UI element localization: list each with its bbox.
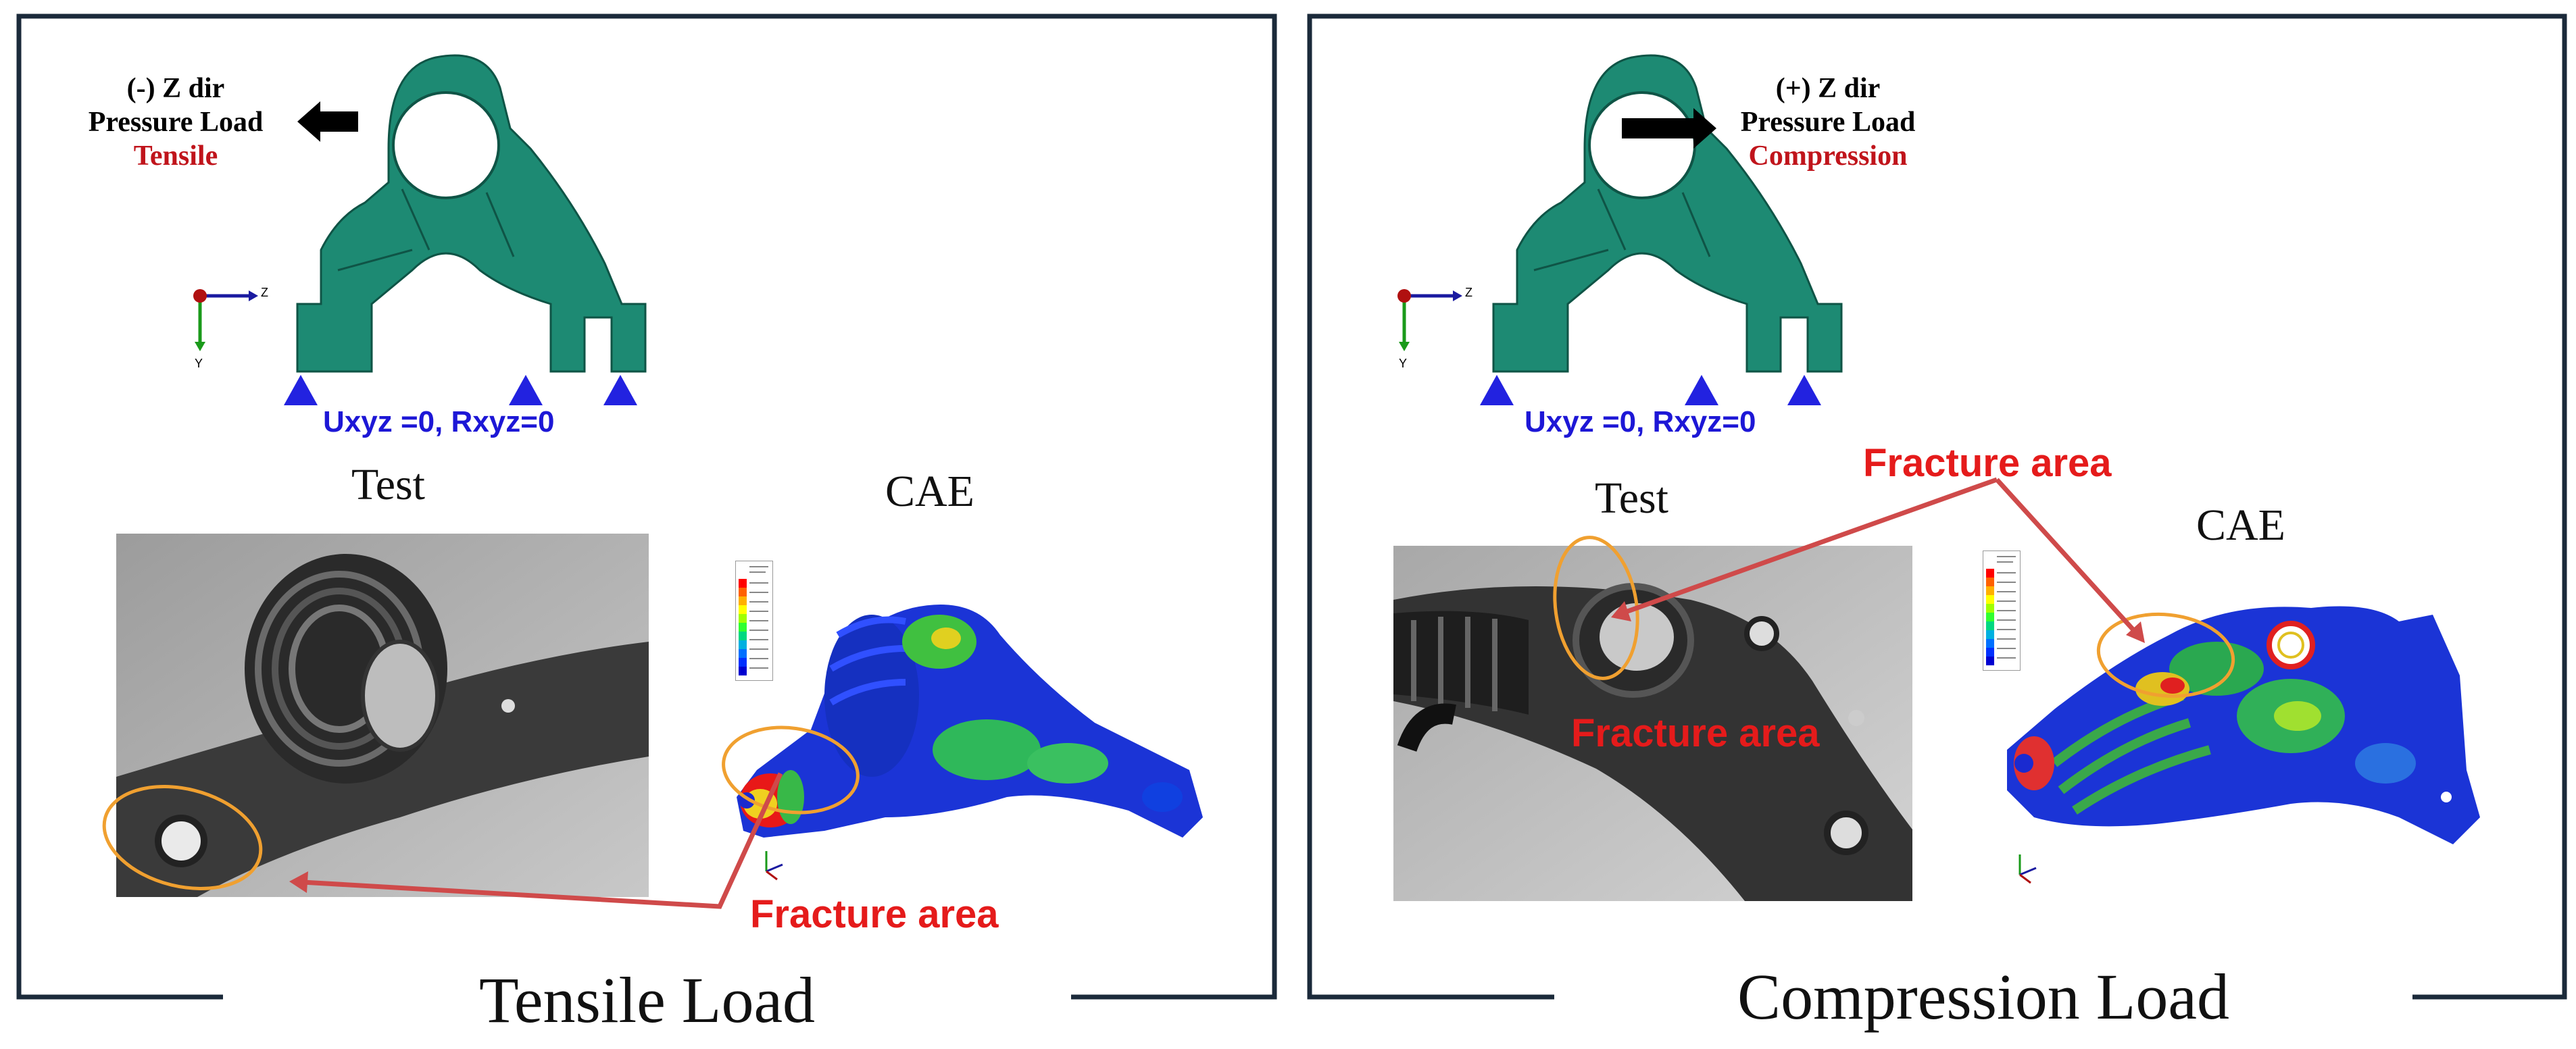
fracture-connector-arrow-tensile <box>289 772 783 909</box>
cae-legend-compression <box>1983 551 2021 671</box>
compression-panel-frame <box>1307 14 2567 1000</box>
cae-fracture-ellipse-tensile <box>722 725 860 815</box>
load-kind-label: Tensile <box>133 140 218 172</box>
fracture-callout-label: Fracture area <box>1863 441 2112 485</box>
test-label: Test <box>351 460 426 509</box>
panel-title: Compression Load <box>1737 961 2229 1033</box>
boundary-condition-label: Uxyz =0, Rxyz=0 <box>1525 405 1756 438</box>
axis-y-label: Y <box>195 357 203 370</box>
cae-model-compression <box>2007 606 2480 844</box>
cae-axis-triad-icon <box>2018 854 2037 884</box>
load-type-label: Pressure Load <box>1740 107 1916 138</box>
cae-fracture-label: Fracture area <box>750 892 999 936</box>
load-direction-label: (+) Z dir <box>1775 73 1881 104</box>
load-direction-label: (-) Z dir <box>126 73 225 104</box>
support-triangles-compression <box>1480 375 1821 405</box>
cae-label: CAE <box>885 467 974 516</box>
axis-y-label: Y <box>1399 357 1408 370</box>
axis-z-label: Z <box>1465 286 1472 299</box>
axis-triad-icon <box>1397 289 1462 351</box>
cae-model-tensile <box>737 605 1203 838</box>
test-photo-compression <box>1393 546 1912 901</box>
axis-triad-icon <box>193 289 258 351</box>
test-fracture-ellipse <box>102 785 263 890</box>
axis-z-label: Z <box>261 286 268 299</box>
cae-legend-tensile <box>735 561 773 681</box>
test-photo-tensile <box>116 534 649 897</box>
load-type-label: Pressure Load <box>88 107 264 138</box>
load-arrow-compression <box>1622 108 1716 149</box>
test-label: Test <box>1595 474 1669 523</box>
tensile-panel-frame <box>16 14 1277 1000</box>
boundary-condition-label: Uxyz =0, Rxyz=0 <box>323 405 555 438</box>
load-arrow-tensile <box>297 101 358 142</box>
photo-fracture-label: Fracture area <box>1571 711 1820 755</box>
knuckle-part-tensile <box>296 54 647 373</box>
support-triangles-tensile <box>284 375 637 405</box>
cae-label: CAE <box>2196 501 2285 550</box>
cae-fracture-ellipse-compression <box>2096 612 2235 698</box>
cae-axis-triad-icon <box>765 851 783 881</box>
load-kind-label: Compression <box>1748 140 1908 172</box>
panel-title: Tensile Load <box>478 964 816 1036</box>
test-fracture-ellipse <box>1553 536 1639 680</box>
